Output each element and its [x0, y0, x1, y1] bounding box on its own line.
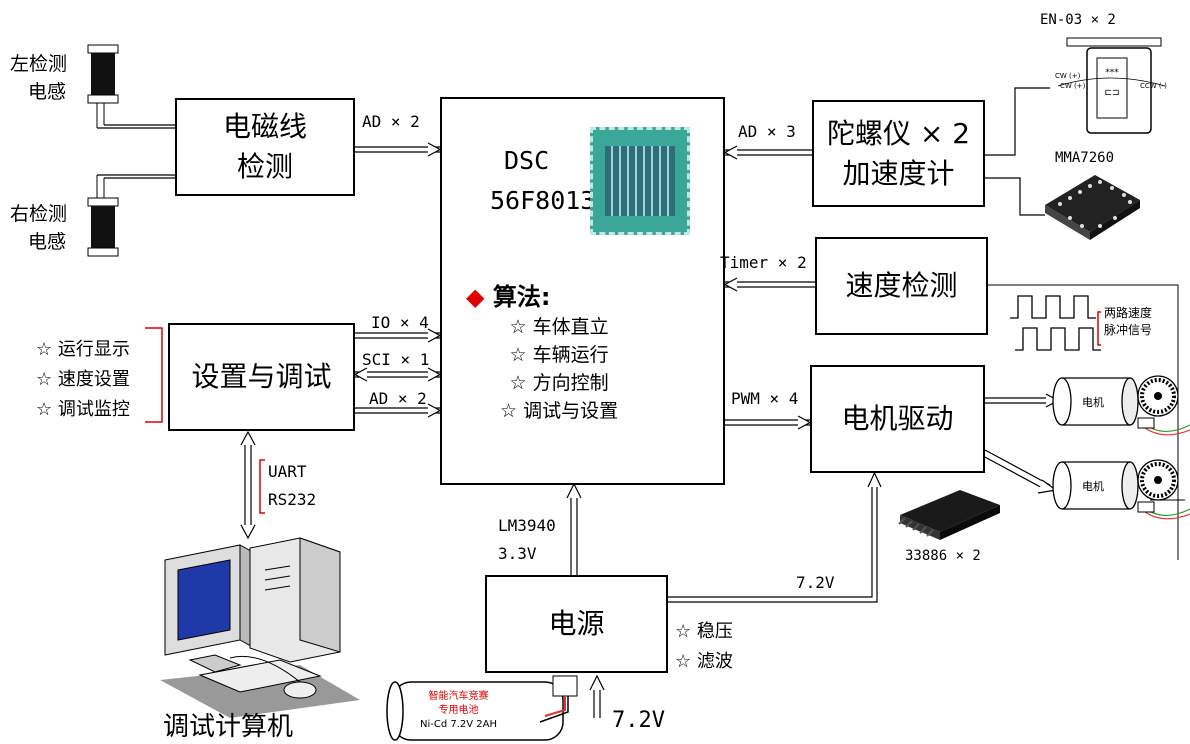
battery-line2: 专用电池: [438, 705, 479, 716]
pulse-label-line2: 脉冲信号: [1104, 323, 1153, 337]
input-voltage-label: 7.2V: [612, 708, 665, 733]
algorithm-list: ☆ 车体直立 ☆ 车辆运行 ☆ 方向控制 ☆ 调试与设置: [500, 313, 618, 425]
io-label: IO × 4: [371, 313, 429, 332]
motor-1-icon: [1052, 375, 1190, 436]
gyro-line2: 加速度计: [842, 156, 955, 190]
left-sensor-line2: 电感: [28, 81, 67, 103]
battery-line3: Ni-Cd 7.2V 2AH: [420, 719, 498, 730]
ad-gyro-label: AD × 3: [738, 122, 796, 141]
left-sensor-label: 左检测 电感: [10, 50, 67, 106]
algorithm-item: ☆ 方向控制: [509, 372, 609, 394]
gyro-accel-box: 陀螺仪 × 2 加速度计: [812, 100, 985, 207]
battery-label: 智能汽车竞赛 专用电池 Ni-Cd 7.2V 2AH: [420, 690, 497, 732]
motor-driver-chip-icon: [898, 490, 1000, 540]
gyro-chip-label: EN-03 × 2: [1040, 12, 1116, 28]
speed-detect-label: 速度检测: [845, 269, 958, 302]
lm3940-label: LM3940 3.3V: [498, 512, 556, 568]
ad-em-label: AD × 2: [362, 112, 420, 131]
uart-line2: RS232: [268, 490, 317, 509]
dsc-box: DSC 56F8013 ◆ 算法: ☆ 车体直立 ☆ 车辆运行 ☆ 方向控制 ☆…: [440, 97, 725, 485]
algorithm-item: ☆ 车体直立: [509, 316, 609, 338]
motor-2-icon: [1052, 459, 1190, 520]
pulse-label: 两路速度 脉冲信号: [1104, 305, 1152, 339]
motor-drive-label: 电机驱动: [841, 402, 954, 435]
power-feature-item: ☆ 滤波: [675, 651, 733, 672]
svg-text:⊏⊐: ⊏⊐: [1104, 88, 1119, 98]
speed-detect-box: 速度检测: [815, 237, 988, 335]
uart-line1: UART: [268, 462, 307, 481]
ad-setup-label: AD × 2: [369, 389, 427, 408]
svg-text:CW (+): CW (+): [1055, 72, 1081, 80]
diamond-icon: ◆: [466, 283, 485, 311]
dsc-chip-icon: [590, 127, 690, 235]
lm-line2: 3.3V: [498, 544, 537, 563]
dsc-line1: DSC: [504, 146, 550, 175]
algorithm-item: ☆ 车辆运行: [509, 344, 609, 366]
right-sensor-line2: 电感: [28, 231, 67, 253]
lm-line1: LM3940: [498, 516, 556, 535]
uart-label: UART RS232: [268, 458, 316, 514]
motor-drive-box: 电机驱动: [810, 365, 985, 473]
setup-features: ☆ 运行显示 ☆ 速度设置 ☆ 调试监控: [36, 335, 130, 425]
driver-chip-label: 33886 × 2: [905, 548, 981, 564]
battery-icon: [386, 675, 578, 741]
algorithm-title: ◆ 算法:: [466, 277, 550, 312]
gyro-line1: 陀螺仪 × 2: [826, 116, 971, 150]
pwm-label: PWM × 4: [731, 389, 799, 408]
left-sensor-line1: 左检测: [10, 53, 68, 75]
sci-label: SCI × 1: [362, 350, 430, 369]
setup-feature-item: ☆ 速度设置: [36, 369, 130, 390]
dsc-title: DSC 56F8013: [490, 141, 595, 221]
right-inductor-icon: [87, 175, 119, 257]
em-detect-box: 电磁线 检测: [175, 98, 355, 196]
timer-label: Timer × 2: [720, 253, 807, 272]
setup-feature-item: ☆ 运行显示: [36, 339, 130, 360]
setup-feature-item: ☆ 调试监控: [36, 399, 130, 420]
algorithm-item: ☆ 调试与设置: [500, 400, 619, 422]
svg-text:CW (+): CW (+): [1060, 82, 1086, 90]
power-label: 电源: [548, 607, 605, 640]
motor-2-label: 电机: [1082, 480, 1104, 493]
setup-debug-box: 设置与调试: [168, 323, 355, 431]
em-detect-line1: 电磁线: [222, 110, 307, 143]
svg-text:***: ***: [1105, 68, 1119, 78]
gyro-chip-icon: *** ⊏⊐ CW (+) CW (+) CCW (-): [1055, 37, 1167, 134]
power-feature-item: ☆ 稳压: [675, 621, 733, 642]
em-detect-line2: 检测: [236, 150, 293, 183]
battery-line1: 智能汽车竞赛: [428, 691, 489, 702]
right-sensor-label: 右检测 电感: [10, 200, 67, 256]
computer-icon: [160, 537, 360, 718]
accelerometer-chip-icon: [1045, 175, 1140, 240]
accel-chip-label: MMA7260: [1055, 150, 1115, 166]
motor-1-label: 电机: [1082, 396, 1104, 409]
computer-label: 调试计算机: [163, 712, 294, 742]
pulse-waveform-icon: [1010, 295, 1101, 351]
left-inductor-icon: [87, 44, 119, 128]
right-sensor-line1: 右检测: [10, 203, 68, 225]
dsc-line2: 56F8013: [490, 186, 596, 215]
motor-voltage-label: 7.2V: [796, 573, 835, 592]
power-box: 电源: [485, 575, 668, 673]
power-features: ☆ 稳压 ☆ 滤波: [675, 617, 733, 677]
setup-debug-label: 设置与调试: [191, 360, 332, 393]
algorithm-title-text: 算法:: [492, 283, 551, 311]
pulse-label-line1: 两路速度: [1104, 306, 1153, 320]
svg-text:CCW (-): CCW (-): [1140, 82, 1167, 90]
